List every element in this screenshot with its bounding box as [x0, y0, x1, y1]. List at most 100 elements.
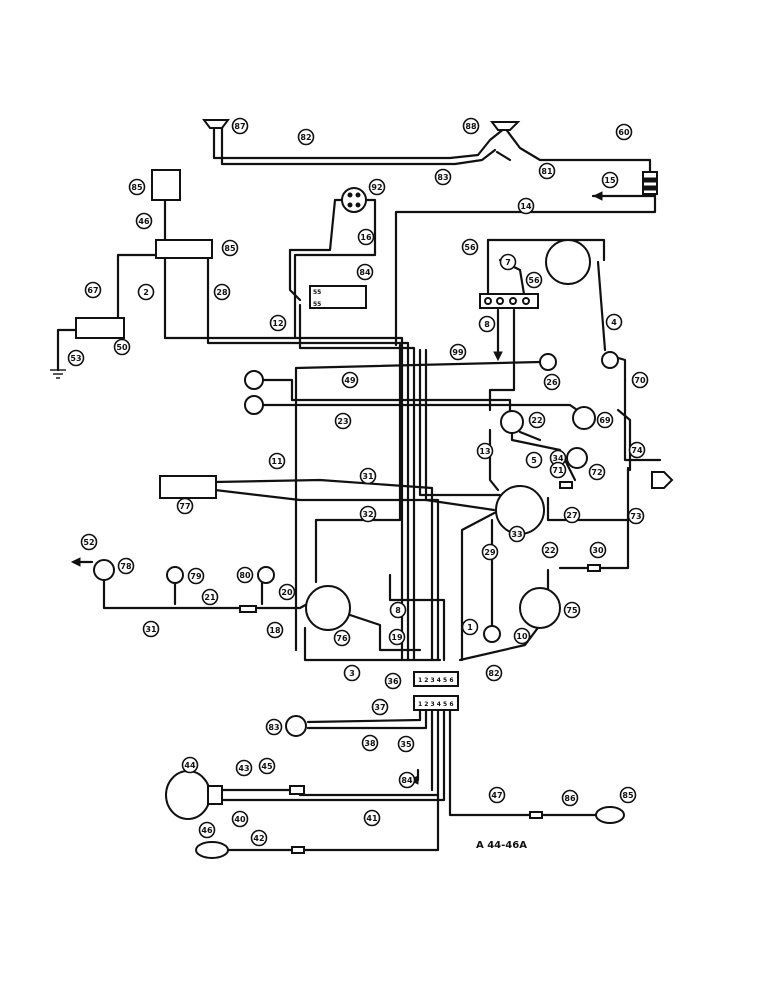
callout-label: 32 [362, 510, 373, 519]
callout-label: 31 [145, 625, 157, 634]
callout-72: 72 [588, 463, 606, 481]
headlamp-84 [165, 770, 211, 820]
callout-label: 45 [261, 762, 273, 771]
callout-49: 49 [341, 371, 359, 389]
callout-32: 32 [359, 505, 377, 523]
connector-block-upper-label: 1 2 3 4 5 6 [418, 677, 454, 684]
callout-88: 88 [462, 117, 480, 135]
callout-23: 23 [334, 412, 352, 430]
callout-label: 29 [484, 548, 496, 557]
callout-47: 47 [488, 786, 506, 804]
callout-label: 72 [591, 468, 602, 477]
connector-block-upper [413, 671, 459, 687]
callout-label: 34 [552, 454, 564, 463]
callout-label: 84 [359, 268, 371, 277]
callout-13: 13 [476, 442, 494, 460]
switch-75 [519, 587, 561, 629]
callout-label: 60 [618, 128, 630, 137]
callout-84: 84 [398, 771, 416, 789]
callout-label: 85 [622, 791, 634, 800]
lamp-67 [539, 353, 557, 371]
lamp-83 [285, 715, 307, 737]
callout-label: 10 [516, 632, 528, 641]
callout-label: 8 [395, 606, 401, 615]
callout-7: 7 [499, 253, 517, 271]
callout-label: 18 [269, 626, 281, 635]
distributor [341, 187, 367, 213]
callout-8: 8 [389, 601, 407, 619]
callout-22: 22 [528, 411, 546, 429]
callout-2: 2 [137, 283, 155, 301]
callout-33: 33 [508, 525, 526, 543]
callout-67: 67 [84, 281, 102, 299]
callout-label: 2 [143, 288, 149, 297]
callout-label: 70 [634, 376, 646, 385]
callout-1: 1 [461, 618, 479, 636]
callout-77: 77 [176, 497, 194, 515]
callout-50: 50 [113, 338, 131, 356]
callout-46: 46 [135, 212, 153, 230]
callout-label: 75 [566, 606, 578, 615]
callout-36: 36 [384, 672, 402, 690]
callout-label: 85 [131, 183, 143, 192]
callout-label: 11 [271, 457, 283, 466]
gauge-70 [572, 406, 596, 430]
callout-21: 21 [201, 588, 219, 606]
callout-label: 37 [374, 703, 385, 712]
connector-block-lower [413, 695, 459, 711]
lamp-78 [93, 559, 115, 581]
callout-99: 99 [449, 343, 467, 361]
callout-label: 42 [253, 834, 264, 843]
callout-label: 81 [541, 167, 553, 176]
callout-label: 76 [336, 634, 348, 643]
callout-28: 28 [213, 283, 231, 301]
callout-label: 27 [566, 511, 577, 520]
connector-block-lower-label: 1 2 3 4 5 6 [418, 701, 454, 708]
callout-14: 14 [517, 197, 535, 215]
callout-85: 85 [221, 239, 239, 257]
callout-71: 71 [549, 461, 567, 479]
device-77 [159, 475, 217, 499]
callout-3: 3 [343, 664, 361, 682]
callout-label: 46 [201, 826, 213, 835]
callout-label: 50 [116, 343, 128, 352]
callout-label: 80 [239, 571, 251, 580]
callout-76: 76 [333, 629, 351, 647]
callout-81: 81 [538, 162, 556, 180]
callout-label: 22 [531, 416, 542, 425]
callout-label: 38 [364, 739, 376, 748]
callout-label: 86 [564, 794, 576, 803]
callout-79: 79 [187, 567, 205, 585]
callout-75: 75 [563, 601, 581, 619]
starter-relay [155, 239, 213, 259]
callout-label: 16 [360, 233, 372, 242]
callout-56: 56 [461, 238, 479, 256]
battery-box [151, 169, 181, 201]
callout-label: 69 [599, 416, 611, 425]
callout-label: 28 [216, 288, 228, 297]
callout-label: 30 [592, 546, 604, 555]
gauge-69 [500, 410, 524, 434]
callout-label: 83 [268, 723, 279, 732]
callout-label: 44 [184, 761, 196, 770]
callout-label: 22 [544, 546, 555, 555]
callout-label: 46 [138, 217, 150, 226]
callout-86: 86 [561, 789, 579, 807]
callout-label: 31 [362, 472, 374, 481]
callout-label: 78 [120, 562, 132, 571]
switch-76 [483, 625, 501, 643]
callout-74: 74 [628, 441, 646, 459]
lamp-99 [244, 370, 264, 390]
callout-label: 83 [437, 173, 448, 182]
callout-69: 69 [596, 411, 614, 429]
callout-label: 79 [190, 572, 202, 581]
drawing-code: A 44-46A [476, 840, 527, 851]
callout-label: 77 [179, 502, 190, 511]
callout-label: 88 [465, 122, 477, 131]
callout-92: 92 [368, 178, 386, 196]
callout-87: 87 [231, 117, 249, 135]
callout-73: 73 [627, 507, 645, 525]
callout-label: 67 [87, 286, 98, 295]
generator [75, 317, 125, 339]
